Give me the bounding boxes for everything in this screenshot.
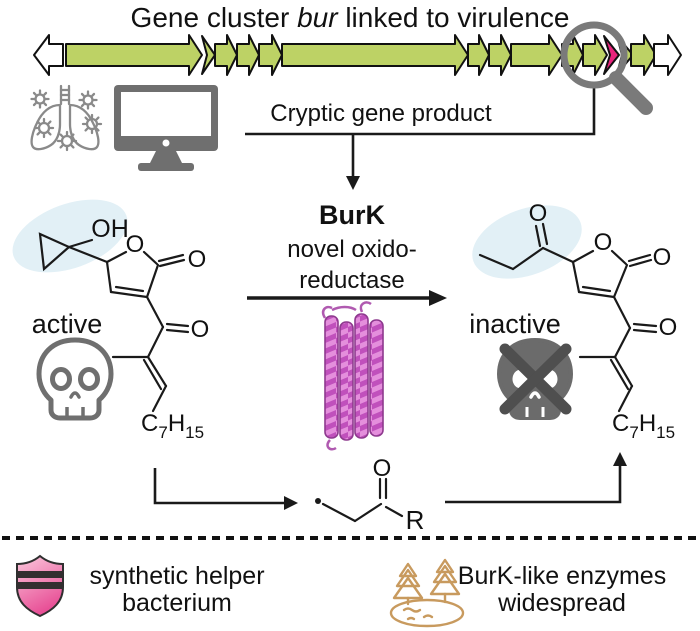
legend-left-line1: synthetic helper: [89, 562, 264, 590]
enzyme-desc-line1: novel oxido-: [287, 236, 416, 263]
legend-right-line2: widespread: [497, 589, 626, 617]
right-alkyl-chain-formula: C7H15: [612, 410, 675, 442]
flanking-gene-left: [33, 34, 64, 76]
legend-left-line2: bacterium: [122, 589, 232, 617]
pathogen-icons: [30, 89, 103, 152]
radical-pathway-right-arrow: [445, 452, 627, 504]
gene-to-product-connector: [245, 86, 596, 136]
striped-shield-icon: [16, 554, 64, 618]
enzyme-desc-line2: reductase: [299, 267, 404, 294]
gene-cluster: [33, 34, 682, 76]
cryptic-gene-product-label: Cryptic gene product: [270, 100, 492, 127]
computer-monitor-icon: [114, 85, 218, 171]
trees-pond-icon: [389, 558, 465, 628]
burk-gene-highlight: [603, 35, 620, 75]
skull-icon: [36, 337, 114, 421]
inactive-label: inactive: [469, 309, 561, 339]
right-highlight-ellipse: [472, 205, 582, 279]
enzyme-name: BurK: [319, 200, 385, 230]
legend-right-line1: BurK-like enzymes: [458, 562, 666, 590]
right-keto-oxygen: O: [529, 200, 548, 227]
flanking-gene-right: [653, 34, 682, 76]
magnifier-icon: [560, 21, 653, 115]
right-ketone-oxygen: O: [659, 314, 678, 341]
left-lactone-oxygen: O: [188, 246, 207, 273]
radical-pathway-left-arrow: [153, 468, 298, 510]
protein-helix-ribbon: [321, 301, 384, 451]
reaction-arrow: [247, 290, 447, 306]
inactive-compound-structure: [478, 222, 658, 413]
left-hydroxyl-label: OH: [91, 215, 129, 243]
radical-oxygen: O: [373, 455, 392, 482]
figure-title: Gene cluster bur linked to virulence: [131, 2, 570, 33]
active-label: active: [32, 309, 103, 339]
radical-r-group: R: [406, 505, 425, 535]
right-lactone-oxygen: O: [653, 244, 672, 271]
left-ketone-oxygen: O: [191, 316, 210, 343]
left-ring-oxygen: O: [126, 231, 145, 258]
radical-intermediate-structure: [315, 477, 404, 523]
left-alkyl-chain-formula: C7H15: [141, 410, 204, 442]
infected-lungs-icon: [30, 84, 103, 152]
active-compound-structure: [38, 232, 190, 413]
down-arrow: [346, 134, 360, 190]
right-ring-oxygen: O: [594, 229, 613, 256]
crossed-skull-icon: [497, 338, 573, 420]
